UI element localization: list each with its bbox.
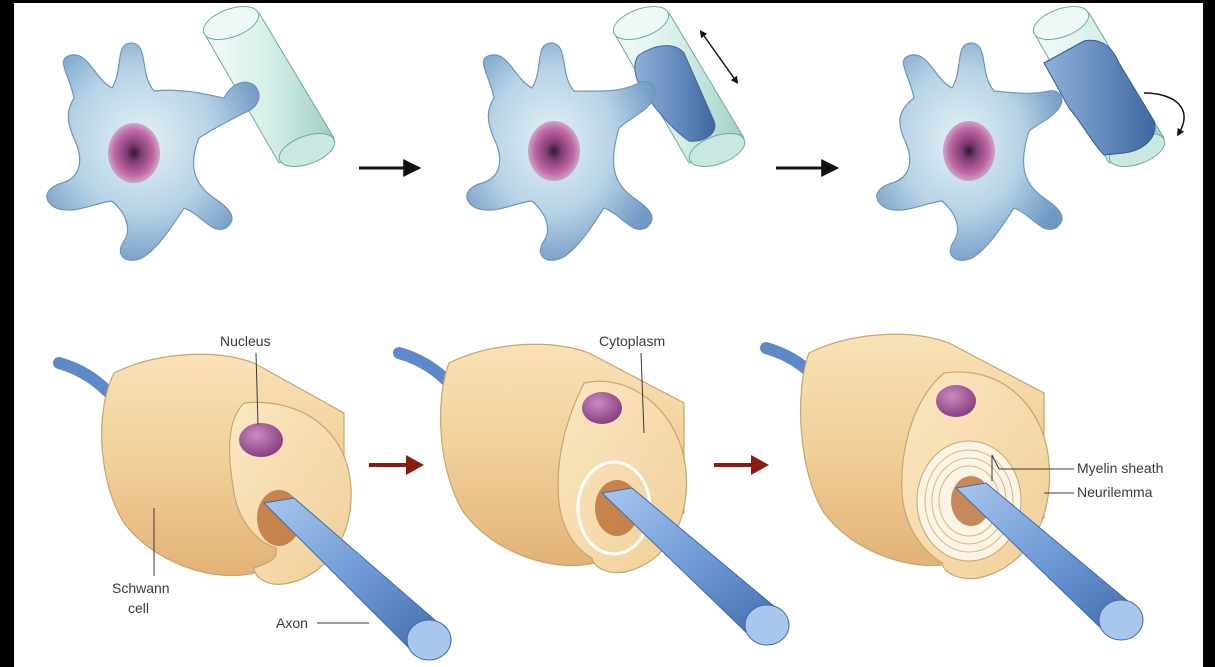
label-neurilemma: Neurilemma bbox=[1044, 484, 1153, 500]
cell-stage-1 bbox=[47, 3, 339, 260]
schwann-nucleus bbox=[239, 423, 283, 457]
double-arrow-icon bbox=[702, 33, 736, 81]
cell-nucleus bbox=[943, 121, 995, 181]
schwann-label-line2: cell bbox=[128, 600, 149, 616]
schwann-nucleus bbox=[936, 385, 976, 417]
cell-nucleus bbox=[108, 123, 160, 183]
schwann-stage-1 bbox=[59, 354, 451, 660]
myelination-diagram: Nucleus Cytoplasm Schwann cell Axon Myel… bbox=[14, 3, 1203, 667]
cell-nucleus bbox=[528, 121, 580, 181]
cell-stage-3 bbox=[877, 3, 1184, 260]
schwann-nucleus bbox=[582, 392, 622, 424]
cell-stage-2 bbox=[467, 3, 749, 260]
axon-cut-end bbox=[407, 620, 451, 660]
neurilemma-label: Neurilemma bbox=[1077, 484, 1153, 500]
axon-label: Axon bbox=[276, 615, 308, 631]
schwann-stage-2 bbox=[399, 344, 789, 645]
stage-arrow-3 bbox=[369, 455, 424, 475]
nucleus-label: Nucleus bbox=[220, 333, 271, 349]
label-axon: Axon bbox=[276, 615, 369, 631]
schwann-label-line1: Schwann bbox=[112, 580, 170, 596]
diagram-canvas: Nucleus Cytoplasm Schwann cell Axon Myel… bbox=[14, 3, 1203, 667]
axon-cut-end bbox=[745, 605, 789, 645]
axon-cut-end bbox=[1099, 600, 1143, 640]
stage-arrow-4 bbox=[714, 455, 769, 475]
axon-tube bbox=[199, 3, 339, 173]
myelin-sheath-label: Myelin sheath bbox=[1077, 460, 1163, 476]
cytoplasm-label: Cytoplasm bbox=[599, 333, 665, 349]
